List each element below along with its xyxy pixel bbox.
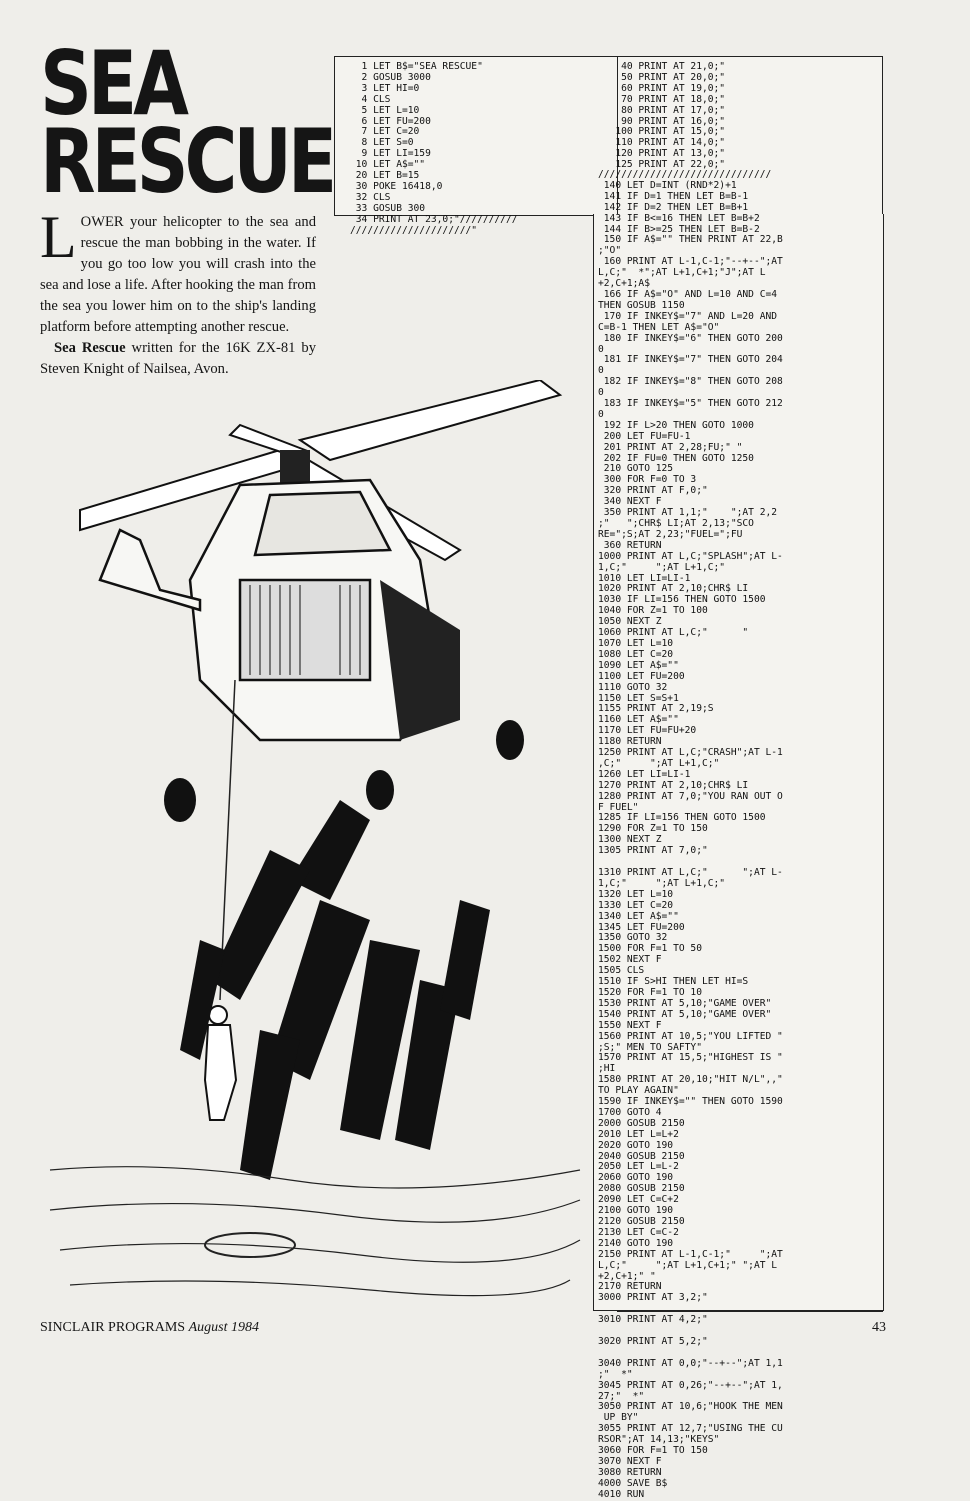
body-hatching — [249, 585, 361, 675]
listing-box-main — [593, 214, 884, 1311]
rotor-hub — [280, 450, 310, 485]
title-line-1: SEA — [40, 32, 189, 135]
drop-cap: L — [40, 204, 77, 270]
sea-surface — [49, 1166, 581, 1297]
intro-text: L OWER your helicopter to the sea and re… — [40, 204, 316, 380]
landing-wheels — [164, 720, 524, 822]
footer-issue: August 1984 — [188, 1320, 259, 1335]
listing-part-3: ////////////////////////////// 140 LET D… — [598, 169, 783, 1500]
page-number: 43 — [872, 1320, 886, 1335]
listing-box-top — [334, 56, 619, 216]
rescued-man — [203, 1005, 238, 1121]
credit-title: Sea Rescue — [54, 340, 126, 356]
listing-part-1: 1 LET B$="SEA RESCUE" 2 GOSUB 3000 3 LET… — [350, 61, 518, 236]
winch-cable — [219, 679, 236, 1001]
title-line-2: RESCUE — [40, 110, 337, 213]
intro-paragraph: OWER your helicopter to the sea and resc… — [40, 214, 316, 335]
helicopter-body — [98, 478, 442, 742]
listing-part-2: 40 PRINT AT 21,0;" 50 PRINT AT 20,0;" 60… — [615, 61, 726, 171]
footer-magazine: SINCLAIR PROGRAMS — [40, 1320, 186, 1335]
credit-line: Sea Rescue written for the 16K ZX-81 by … — [40, 338, 316, 380]
sea-shadow — [180, 800, 490, 1180]
footer-publication: SINCLAIR PROGRAMS August 1984 — [40, 1320, 259, 1336]
nose-panel — [380, 580, 460, 740]
credit-rest: written for the 16K ZX-81 by Steven Knig… — [40, 340, 316, 377]
helicopter-illustration — [49, 380, 581, 1297]
